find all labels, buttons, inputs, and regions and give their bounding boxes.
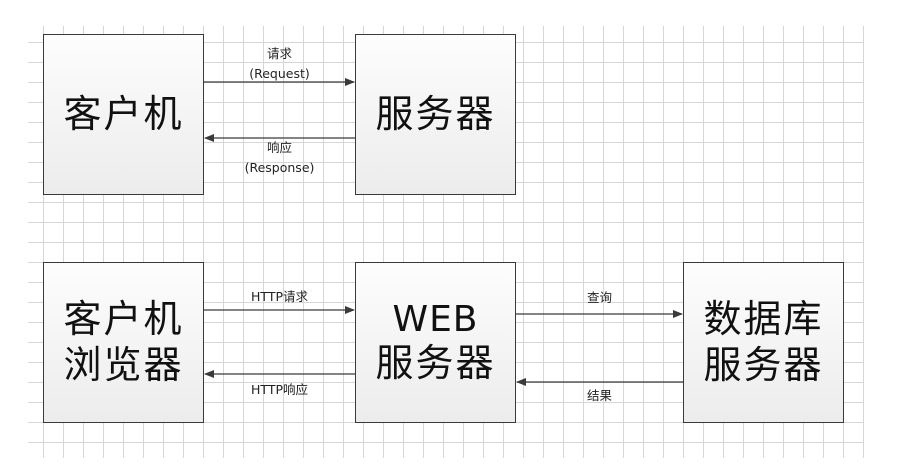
db-server-label-line2: 服务器 bbox=[703, 342, 824, 387]
request-label-en: (Request) bbox=[249, 66, 310, 81]
db-server-label-line1: 数据库 bbox=[703, 296, 824, 341]
result-label: 结果 bbox=[586, 388, 612, 403]
browser-label-line2: 浏览器 bbox=[63, 342, 184, 387]
browser-label-line1: 客户机 bbox=[63, 296, 184, 341]
client-box[interactable]: 客户机 bbox=[43, 34, 204, 195]
server-box[interactable]: 服务器 bbox=[355, 34, 516, 195]
response-label-cn: 响应 bbox=[266, 140, 292, 155]
query-label: 查询 bbox=[586, 290, 612, 305]
web-server-label-line2: 服务器 bbox=[375, 341, 496, 386]
browser-box[interactable]: 客户机 浏览器 bbox=[43, 262, 204, 423]
db-server-box[interactable]: 数据库 服务器 bbox=[683, 262, 844, 423]
response-label-en: (Response) bbox=[244, 160, 315, 175]
http-response-label: HTTP响应 bbox=[251, 382, 308, 397]
http-request-label: HTTP请求 bbox=[251, 289, 308, 304]
web-server-label-line1: WEB bbox=[392, 299, 479, 341]
server-label: 服务器 bbox=[375, 91, 496, 136]
request-label-cn: 请求 bbox=[266, 46, 292, 61]
client-label: 客户机 bbox=[63, 91, 184, 136]
request-label: 请求 (Request) bbox=[204, 44, 355, 84]
web-server-box[interactable]: WEB 服务器 bbox=[355, 262, 516, 423]
response-label: 响应 (Response) bbox=[204, 138, 355, 178]
